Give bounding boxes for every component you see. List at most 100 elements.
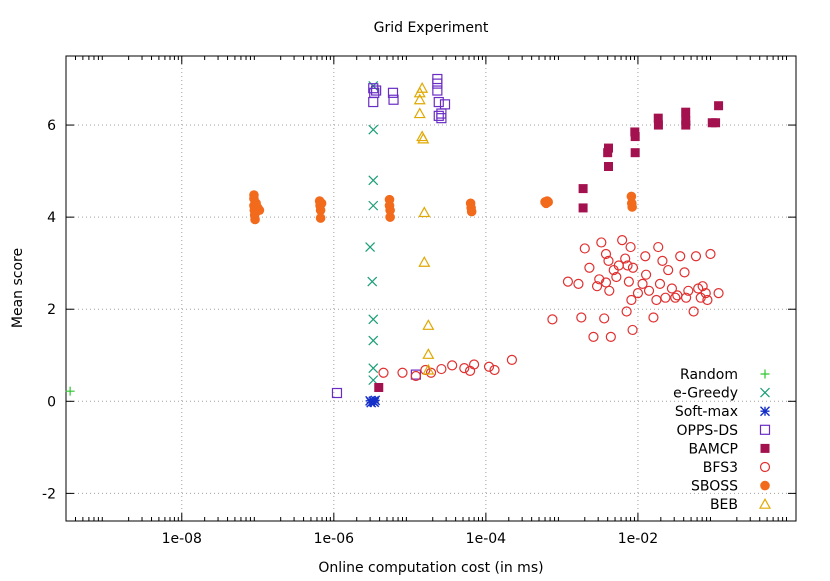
x-tick-label: 1e-04	[466, 531, 506, 547]
data-point	[643, 285, 655, 296]
data-point	[250, 214, 260, 225]
data-point	[670, 292, 681, 303]
legend-label: BFS3	[703, 460, 738, 476]
x-axis-label: Online computation cost (in ms)	[318, 560, 543, 576]
data-point	[675, 251, 686, 262]
data-point	[388, 94, 399, 105]
data-point	[672, 290, 683, 301]
data-point	[663, 264, 674, 276]
data-point	[410, 370, 421, 382]
data-point	[433, 96, 444, 108]
y-tick-label: 4	[47, 210, 56, 226]
data-point	[604, 285, 615, 296]
data-point	[368, 124, 379, 135]
data-point	[315, 213, 326, 223]
data-point	[331, 387, 343, 399]
data-point	[620, 253, 631, 264]
y-axis-label: Mean score	[10, 248, 26, 328]
data-point	[648, 312, 659, 323]
data-point	[760, 443, 770, 453]
plot-frame	[65, 55, 797, 522]
y-tick-label: -2	[42, 486, 56, 502]
data-point	[702, 294, 713, 306]
data-point	[418, 256, 431, 267]
data-point	[368, 314, 379, 325]
data-point	[688, 306, 699, 317]
data-point	[700, 288, 711, 299]
data-point	[637, 278, 648, 289]
data-point	[578, 184, 588, 194]
data-point	[603, 161, 613, 171]
data-point	[416, 81, 429, 93]
data-point	[603, 255, 614, 266]
data-point	[759, 424, 771, 435]
data-point	[660, 292, 671, 303]
data-point	[368, 96, 379, 108]
data-point	[617, 235, 628, 246]
data-point	[681, 115, 691, 125]
data-point	[368, 175, 379, 186]
y-tick-label: 0	[47, 394, 56, 410]
data-point	[483, 361, 495, 372]
data-point	[422, 319, 435, 330]
data-point	[316, 198, 327, 209]
data-point	[588, 331, 599, 342]
data-point	[760, 387, 770, 398]
data-point	[374, 382, 384, 392]
data-point	[578, 203, 588, 213]
data-point	[630, 132, 640, 142]
data-point	[683, 285, 694, 296]
data-point	[489, 364, 500, 376]
data-point	[627, 324, 638, 336]
data-point	[632, 288, 644, 299]
data-point	[418, 206, 431, 218]
data-point	[425, 367, 437, 378]
data-point	[758, 497, 772, 509]
data-point	[603, 143, 613, 153]
data-point	[397, 367, 408, 378]
data-point	[432, 85, 443, 96]
data-point	[657, 255, 668, 266]
chart-title: Grid Experiment	[374, 20, 489, 36]
data-point	[711, 118, 721, 128]
x-tick-label: 1e-02	[618, 531, 658, 547]
data-point	[654, 278, 666, 289]
data-point	[459, 363, 470, 374]
legend: Randome-GreedySoft-maxOPPS-DSBAMCPBFS3SB…	[673, 367, 772, 513]
data-point	[653, 241, 664, 253]
data-point	[603, 148, 613, 158]
data-point	[666, 283, 678, 294]
data-point	[368, 335, 379, 346]
y-tick-label: 2	[47, 302, 56, 318]
data-point	[679, 267, 690, 278]
data-point	[713, 288, 724, 299]
data-point	[385, 212, 395, 222]
data-point	[630, 127, 640, 137]
data-point	[387, 87, 399, 98]
data-point	[547, 314, 558, 325]
data-point	[65, 386, 75, 396]
data-point	[653, 120, 663, 130]
data-point	[705, 248, 716, 260]
data-point	[439, 99, 451, 110]
data-point	[422, 363, 435, 375]
data-point	[640, 269, 652, 280]
data-point	[369, 397, 380, 408]
data-point	[594, 274, 605, 285]
data-point	[447, 360, 458, 371]
data-point	[626, 294, 637, 306]
data-point	[626, 191, 637, 202]
data-point	[385, 205, 395, 216]
legend-label: BEB	[710, 497, 738, 513]
data-point	[760, 480, 770, 491]
data-point	[413, 93, 426, 105]
data-point	[760, 406, 770, 417]
data-point	[714, 101, 724, 111]
data-point	[367, 276, 378, 287]
data-point	[573, 278, 584, 289]
data-point	[653, 113, 663, 123]
data-point	[690, 251, 702, 262]
data-point	[466, 206, 477, 217]
x-tick-label: 1e-06	[314, 531, 354, 547]
data-point	[681, 120, 691, 130]
